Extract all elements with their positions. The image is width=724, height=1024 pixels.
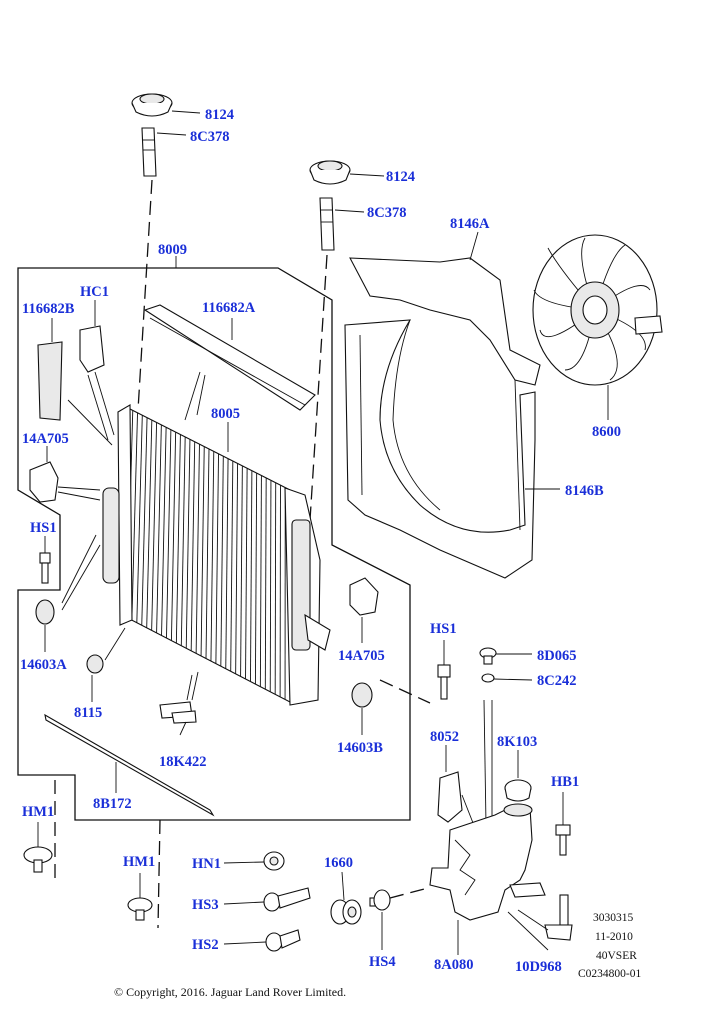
label-8124-top-left: 8124 [205,107,234,123]
meta-line-1: 3030315 [593,912,634,924]
label-8d065: 8D065 [537,648,576,664]
label-116682b: 116682B [22,301,75,317]
bracket-8052 [437,771,463,823]
label-hs1-right: HS1 [430,621,457,637]
label-8052: 8052 [430,729,459,745]
label-hb1: HB1 [551,774,579,790]
label-14a705-right: 14A705 [338,648,385,664]
clip-hc1 [79,325,105,373]
label-hs2: HS2 [192,937,219,953]
clip-18k422 [159,701,197,724]
label-8600: 8600 [592,424,621,440]
cap-8k103 [504,779,532,802]
label-1660: 1660 [324,855,353,871]
label-hm1-centre: HM1 [123,854,155,870]
label-8009: 8009 [158,242,187,258]
bolt-hs2 [265,929,301,952]
dash-line [309,254,328,521]
label-8b172: 8B172 [93,796,132,812]
dash-line [389,887,429,899]
mount-14603b-right [351,682,373,708]
bolt-hs4 [369,889,391,911]
label-8c242: 8C242 [537,673,576,689]
label-14a705-left: 14A705 [22,431,69,447]
sensor-10d968 [544,894,573,941]
bolt-hs1-right [437,664,451,700]
dash-line [157,819,161,929]
isolator-8115 [86,654,104,674]
cooling-fan [532,234,663,386]
label-hs4: HS4 [369,954,396,970]
label-hm1-left: HM1 [22,804,54,820]
label-8c378-top-right: 8C378 [367,205,406,221]
label-8a080: 8A080 [434,957,473,973]
mount-14603a-left [35,599,55,625]
fan-shroud [344,257,541,579]
meta-line-4: C0234800-01 [578,968,642,980]
mount-hm1-centre [127,897,153,921]
copyright-notice: © Copyright, 2016. Jaguar Land Rover Lim… [114,985,346,999]
meta-line-3: 40VSER [596,950,637,962]
pin-8c378-right [319,197,335,251]
label-hs1-left: HS1 [30,520,57,536]
grommet-8124-left [131,93,173,117]
grommet-8124-right [309,160,351,185]
bracket-14a705-right [349,577,379,616]
bolt-hb1 [555,824,571,856]
label-14603b: 14603B [337,740,383,756]
label-8146b: 8146B [565,483,604,499]
radiator-core [102,404,331,706]
expansion-tank-8a080 [429,803,546,921]
seal-8c242 [481,673,495,683]
label-8c378-top-left: 8C378 [190,129,229,145]
label-8k103: 8K103 [497,734,537,750]
label-14603a: 14603A [20,657,67,673]
pin-8c378-left [141,127,157,177]
label-8115: 8115 [74,705,102,721]
label-hc1: HC1 [80,284,109,300]
bracket-14a705-left [29,461,59,503]
isolator-1660 [330,899,362,925]
group-outline [17,267,411,821]
label-hs3: HS3 [192,897,219,913]
label-hn1: HN1 [192,856,221,872]
deflector-116682a [143,304,316,411]
bolt-hs3 [263,887,311,912]
label-8124-top-right: 8124 [386,169,415,185]
dash-line [137,179,153,411]
seal-116682b [37,341,63,421]
bolt-hs1-left [39,552,51,584]
label-8146a: 8146A [450,216,490,232]
label-18k422: 18K422 [159,754,207,770]
strip-8b172 [44,713,215,817]
label-10d968: 10D968 [515,959,562,975]
nut-hn1 [263,851,285,871]
dash-line [379,679,431,704]
label-116682a: 116682A [202,300,256,316]
label-8005: 8005 [211,406,240,422]
cap-8d065 [479,647,497,665]
meta-line-2: 11-2010 [595,931,633,943]
mount-hm1-left [23,846,53,873]
